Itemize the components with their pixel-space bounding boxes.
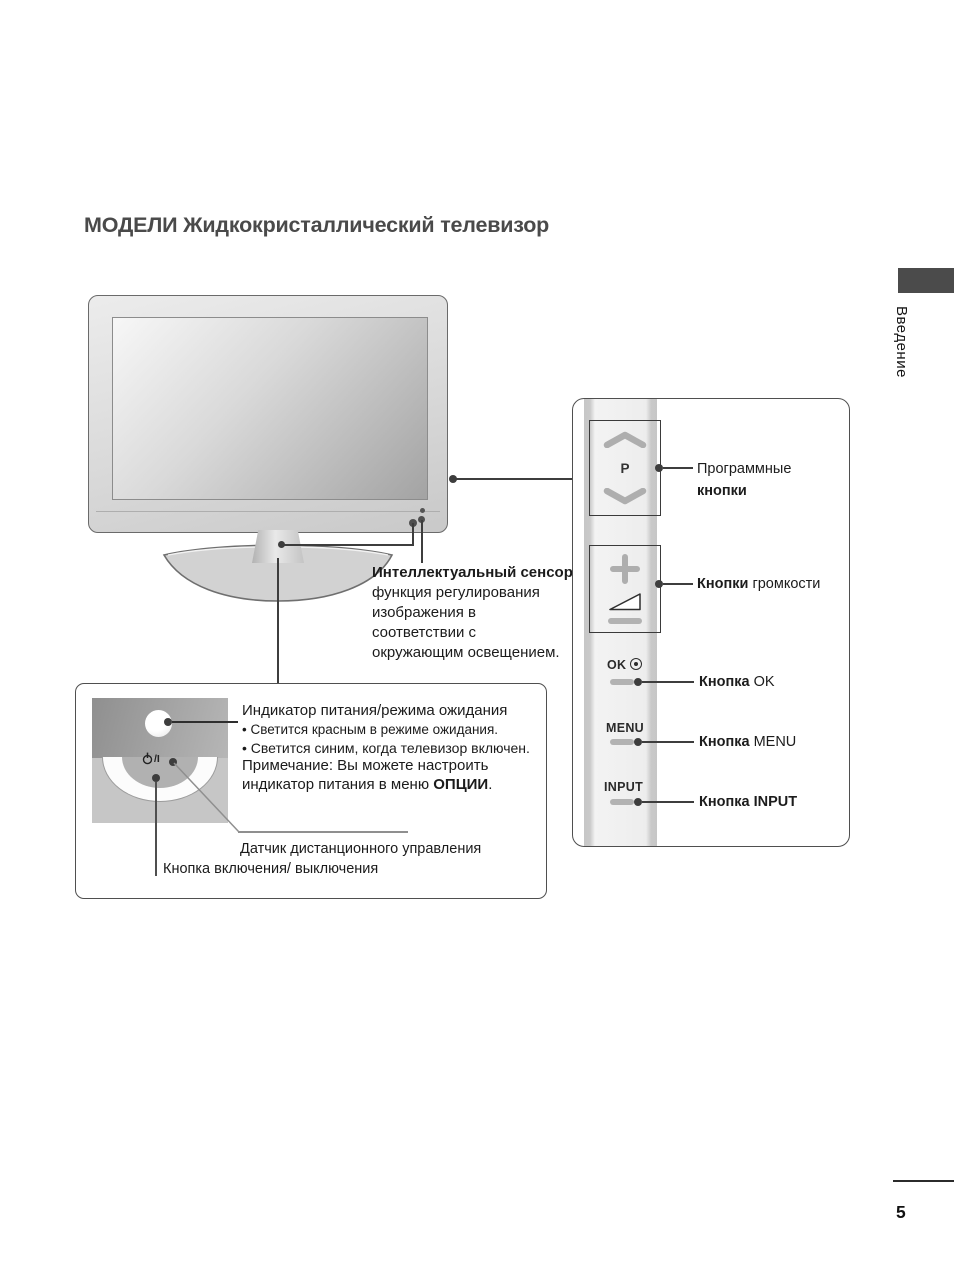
power-indicator-heading: Индикатор питания/режима ожидания xyxy=(242,702,508,719)
ok-callout-bold: Кнопка xyxy=(699,674,754,690)
line-volume xyxy=(663,583,693,585)
ok-button-bar xyxy=(610,679,634,685)
menu-callout-bold: Кнопка xyxy=(699,734,754,750)
volume-buttons-group xyxy=(589,545,661,633)
ok-button-label: OK xyxy=(607,658,643,672)
chevron-up-icon xyxy=(603,431,647,448)
program-callout-line1: Программные xyxy=(697,461,792,477)
line-menu xyxy=(642,741,694,743)
input-callout-rest: INPUT xyxy=(753,794,798,810)
line-input xyxy=(642,801,694,803)
tv-bezel-line xyxy=(96,511,440,512)
line-program xyxy=(663,467,693,469)
power-bullet-standby: • Светится красным в режиме ожидания. xyxy=(242,722,499,737)
power-note-line1: Примечание: Вы можете настроить xyxy=(242,757,489,774)
power-button-label: Кнопка включения/ выключения xyxy=(163,861,379,877)
led-anchor-dot xyxy=(164,718,172,726)
sensor-note-line: соответствии с xyxy=(372,624,477,641)
volume-buttons-callout: Кнопки громкости xyxy=(697,576,820,592)
volume-wedge-icon xyxy=(609,592,641,610)
sensor-note-line: изображения в xyxy=(372,604,477,621)
power-button-anchor-dot xyxy=(152,774,160,782)
intelligent-sensor-note: Интеллектуальный сенсор функция регулиро… xyxy=(372,563,573,663)
minus-icon xyxy=(608,618,642,624)
ok-target-icon xyxy=(630,658,643,670)
power-note-pre: индикатор питания в меню xyxy=(242,776,434,793)
power-mark-text: /I xyxy=(154,752,160,765)
ok-button-text: OK xyxy=(607,658,627,672)
line-frontpanel-v xyxy=(412,523,414,545)
menu-button-bar xyxy=(610,739,634,745)
menu-anchor-dot xyxy=(634,738,642,746)
line-remote-sensor xyxy=(238,831,408,833)
footer-rule xyxy=(893,1180,954,1182)
line-tv-to-panel xyxy=(453,478,572,480)
remote-sensor-label: Датчик дистанционного управления xyxy=(240,841,482,857)
line-power-button xyxy=(155,782,157,876)
page-number: 5 xyxy=(896,1202,906,1222)
ok-callout-rest: OK xyxy=(753,674,775,690)
menu-callout: Кнопка MENU xyxy=(699,734,796,750)
input-button-label: INPUT xyxy=(604,780,643,794)
line-neck-to-powerbox xyxy=(277,558,279,683)
ok-callout: Кнопка OK xyxy=(699,674,775,690)
sensor-note-title: Интеллектуальный сенсор xyxy=(372,564,573,581)
program-buttons-callout: Программные кнопки xyxy=(697,458,791,502)
power-note-post: . xyxy=(488,776,493,793)
power-bullet-on: • Светится синим, когда телевизор включе… xyxy=(242,740,530,756)
line-ok xyxy=(642,681,694,683)
input-callout-bold: Кнопка xyxy=(699,794,754,810)
power-note-menu-name: ОПЦИИ xyxy=(433,776,489,793)
menu-button-label: MENU xyxy=(606,721,645,735)
program-anchor-dot xyxy=(655,464,663,472)
power-note-line2: индикатор питания в меню ОПЦИИ. xyxy=(242,776,492,793)
power-switch-marking: /I xyxy=(142,752,160,765)
sensor-note-line: функция регулирования xyxy=(372,584,540,601)
power-symbol-icon xyxy=(142,752,153,765)
section-tab xyxy=(898,268,954,293)
line-led xyxy=(172,721,238,723)
line-frontpanel-h xyxy=(282,544,414,546)
page-title: МОДЕЛИ Жидкокристаллический телевизор xyxy=(84,213,550,237)
input-anchor-dot xyxy=(634,798,642,806)
remote-sensor-anchor-dot xyxy=(169,758,177,766)
sensor-note-line: окружающим освещением. xyxy=(372,644,560,661)
input-callout: Кнопка INPUT xyxy=(699,794,797,810)
line-sensor xyxy=(421,520,423,563)
volume-callout-bold: Кнопки xyxy=(697,576,753,592)
line-remote-sensor-diagonal xyxy=(173,762,240,833)
plus-icon xyxy=(610,554,640,584)
neck-anchor-dot xyxy=(278,541,285,548)
ok-anchor-dot xyxy=(634,678,642,686)
section-tab-label: Введение xyxy=(893,306,910,378)
volume-anchor-dot xyxy=(655,580,663,588)
chevron-down-icon xyxy=(603,488,647,505)
program-callout-line2: кнопки xyxy=(697,483,747,499)
volume-callout-rest: громкости xyxy=(752,576,821,592)
p-button-label: P xyxy=(620,460,630,476)
intelligent-sensor-dot xyxy=(418,516,425,523)
input-button-bar xyxy=(610,799,634,805)
program-buttons-group: P xyxy=(589,420,661,516)
sensor-dot-small xyxy=(420,508,425,513)
menu-callout-rest: MENU xyxy=(753,734,797,750)
tv-screen xyxy=(112,317,428,500)
